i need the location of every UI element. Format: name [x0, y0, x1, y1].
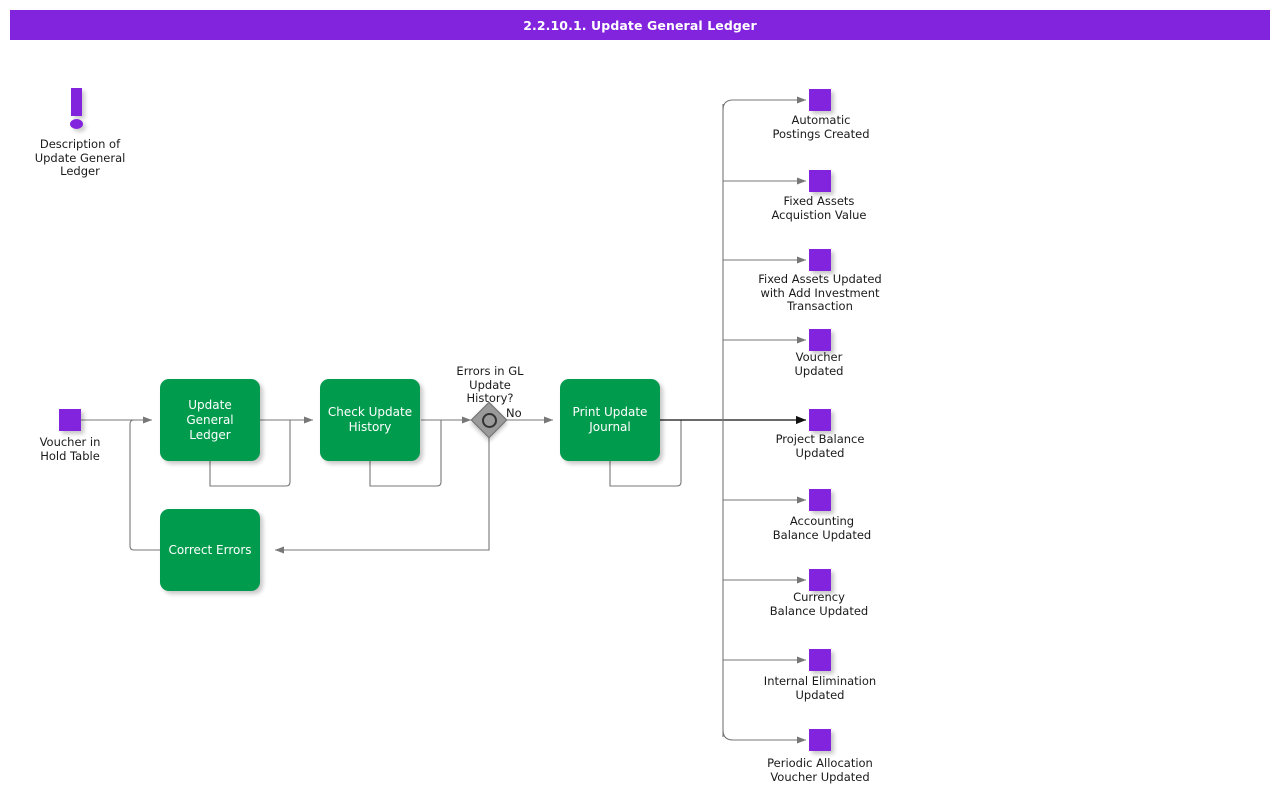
end-event-label: Periodic Allocation Voucher Updated — [767, 756, 873, 784]
end-event-fixed-assets-updated-add-investment[interactable] — [809, 249, 831, 271]
end-event-project-balance-updated[interactable] — [809, 409, 831, 431]
start-event-label: Voucher in Hold Table — [39, 435, 101, 463]
task-label: Check Update History — [327, 405, 413, 434]
end-event-label: Voucher Updated — [794, 350, 844, 378]
end-event-accounting-balance-updated[interactable] — [809, 489, 831, 511]
task-label: Correct Errors — [168, 542, 252, 557]
task-update-general-ledger[interactable]: Update General Ledger — [160, 379, 260, 461]
end-event-label: Fixed Assets Updated with Add Investment… — [758, 272, 882, 313]
end-event-label: Internal Elimination Updated — [763, 674, 877, 702]
page-title: 2.2.10.1. Update General Ledger — [523, 17, 757, 33]
end-event-voucher-updated[interactable] — [809, 329, 831, 351]
end-event-currency-balance-updated[interactable] — [809, 569, 831, 591]
flow-label-no: No — [506, 406, 522, 420]
end-event-automatic-postings-created[interactable] — [809, 89, 831, 111]
gateway-inclusive-ring-icon — [482, 413, 497, 428]
exclamation-dot-shape — [70, 119, 83, 129]
task-check-update-history[interactable]: Check Update History — [320, 379, 420, 461]
end-event-internal-elimination-updated[interactable] — [809, 649, 831, 671]
end-event-label: Automatic Postings Created — [772, 113, 870, 141]
exclamation-annotation-icon — [64, 88, 94, 132]
start-event-voucher-in-hold-table[interactable] — [59, 409, 81, 431]
end-event-fixed-assets-acquistion-value[interactable] — [809, 170, 831, 192]
annotation-label: Description of Update General Ledger — [34, 137, 126, 178]
end-event-label: Currency Balance Updated — [769, 590, 869, 618]
task-correct-errors[interactable]: Correct Errors — [160, 509, 260, 591]
page-title-bar: 2.2.10.1. Update General Ledger — [10, 10, 1270, 40]
task-label: Update General Ledger — [186, 397, 234, 442]
end-event-label: Fixed Assets Acquistion Value — [771, 194, 867, 222]
exclamation-bar-shape — [71, 88, 82, 116]
task-print-update-journal[interactable]: Print Update Journal — [560, 379, 660, 461]
end-event-periodic-allocation-voucher-updated[interactable] — [809, 729, 831, 751]
end-event-label: Accounting Balance Updated — [772, 514, 872, 542]
task-label: Print Update Journal — [572, 405, 648, 434]
gateway-label: Errors in GL Update History? — [456, 364, 524, 405]
end-event-label: Project Balance Updated — [775, 432, 865, 460]
